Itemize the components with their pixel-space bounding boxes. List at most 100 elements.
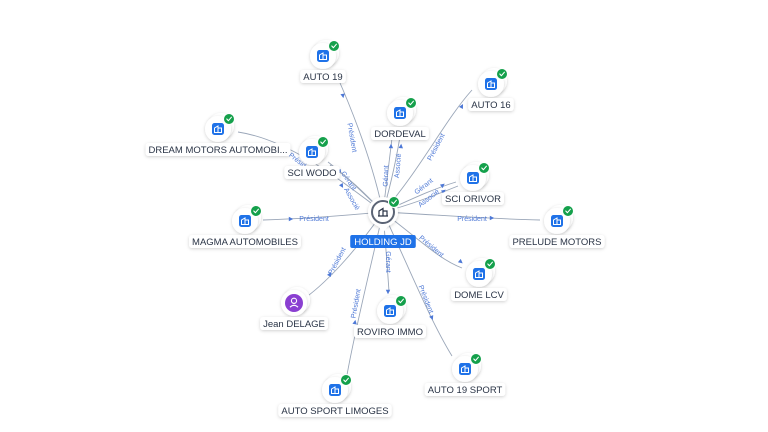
node-prelude[interactable]: PRELUDE MOTORS <box>509 205 605 248</box>
edge-label: Président <box>351 289 363 319</box>
edge-arrow-icon <box>489 215 495 221</box>
node-label: PRELUDE MOTORS <box>512 237 601 248</box>
node-label-bg <box>468 98 514 111</box>
node-label: DOME LCV <box>454 290 504 301</box>
edge-label: Associé <box>394 153 403 178</box>
check-icon <box>388 196 400 208</box>
node-label-bg <box>424 383 506 396</box>
node-label: MAGMA AUTOMOBILES <box>192 237 298 248</box>
node-label: AUTO 19 SPORT <box>428 385 503 396</box>
edge-arrow-icon <box>340 93 345 99</box>
edge-arrow-icon <box>352 319 357 325</box>
center-label-bg <box>350 235 416 248</box>
edge-label: Président <box>345 123 357 153</box>
building-icon <box>306 146 318 158</box>
node-label-bg <box>371 127 429 140</box>
center-pointer <box>378 226 388 233</box>
edge-label: Président <box>427 133 447 162</box>
node-sciorivor[interactable]: SCI ORIVOR <box>442 162 504 205</box>
edge-prelude <box>382 211 541 221</box>
check-icon <box>395 295 407 307</box>
building-icon <box>473 268 485 280</box>
node-label: AUTO 19 <box>303 72 342 83</box>
edge-label: Gérant <box>383 165 391 187</box>
node-label: ROVIRO IMMO <box>357 327 423 338</box>
building-icon <box>239 215 251 227</box>
node-sciwodo[interactable]: SCI WODO <box>284 136 340 179</box>
edge-autosportlimoges <box>346 211 384 376</box>
edge-auto19sport <box>382 211 453 357</box>
check-icon <box>478 162 490 174</box>
edge-arrow-icon <box>398 143 403 149</box>
building-icon <box>467 172 479 184</box>
edge-label: Président <box>457 216 487 223</box>
building-icon <box>551 215 563 227</box>
check-icon <box>496 68 508 80</box>
node-label-bg <box>442 192 504 205</box>
edge-label: Président <box>417 284 435 314</box>
edge-arrow-icon <box>439 183 445 189</box>
node-label-bg <box>189 235 301 248</box>
node-label-bg <box>354 325 426 338</box>
building-icon <box>378 207 388 217</box>
edge-label: Associé <box>342 187 360 212</box>
building-icon <box>485 78 497 90</box>
check-icon <box>470 353 482 365</box>
node-label-bg <box>145 143 291 156</box>
edge-arrow-icon <box>459 104 464 109</box>
node-label-bg <box>509 235 605 248</box>
edge-arrow-icon <box>385 289 391 295</box>
edge-arrow-icon <box>288 216 294 222</box>
check-icon <box>405 97 417 109</box>
building-icon <box>317 50 329 62</box>
edge-auto19 <box>336 75 384 213</box>
building-icon <box>329 384 341 396</box>
node-dream[interactable]: DREAM MOTORS AUTOMOBI... <box>145 113 291 156</box>
node-label-bg <box>451 288 507 301</box>
node-autosportlimoges[interactable]: AUTO SPORT LIMOGES <box>278 374 392 417</box>
node-label: SCI WODO <box>287 168 336 179</box>
nodes-layer: AUTO 19 DORDEVAL AUTO 16 DREAM MOTORS AUTOM… <box>145 40 605 417</box>
building-icon <box>212 123 224 135</box>
check-icon <box>223 113 235 125</box>
node-jean[interactable]: Jean DELAGE <box>260 287 328 330</box>
building-icon <box>384 305 396 317</box>
node-label: DREAM MOTORS AUTOMOBI... <box>149 145 288 156</box>
edge-arrow-icon <box>338 182 344 188</box>
node-label-bg <box>284 166 340 179</box>
node-label-bg <box>260 317 328 330</box>
check-icon <box>562 205 574 217</box>
node-auto19sport[interactable]: AUTO 19 SPORT <box>424 353 506 396</box>
node-auto16[interactable]: AUTO 16 <box>468 68 514 111</box>
check-icon <box>317 136 329 148</box>
check-icon <box>340 374 352 386</box>
building-icon <box>394 107 406 119</box>
node-magma[interactable]: MAGMA AUTOMOBILES <box>189 205 301 248</box>
edge-arrow-icon <box>429 315 434 321</box>
building-icon <box>459 363 471 375</box>
node-auto19[interactable]: AUTO 19 <box>300 40 346 83</box>
node-dordeval[interactable]: DORDEVAL <box>371 97 429 140</box>
node-domelcv[interactable]: DOME LCV <box>451 258 507 301</box>
edge-label: Président <box>299 216 329 223</box>
node-label: DORDEVAL <box>374 129 426 140</box>
node-label-bg <box>278 404 392 417</box>
edge-label: Gérant <box>384 251 391 272</box>
center-node[interactable]: HOLDING JD <box>350 196 416 248</box>
edge-arrow-icon <box>327 272 332 277</box>
node-label: SCI ORIVOR <box>445 194 501 205</box>
check-icon <box>250 205 262 217</box>
check-icon <box>328 40 340 52</box>
edge-arrow-icon <box>388 143 394 149</box>
person-icon <box>285 294 303 312</box>
edge-arrow-icon <box>457 258 463 264</box>
node-label-bg <box>300 70 346 83</box>
node-label: AUTO SPORT LIMOGES <box>281 406 388 417</box>
node-label: AUTO 16 <box>471 100 510 111</box>
center-label: HOLDING JD <box>354 237 412 248</box>
edge-arrow-icon <box>440 189 446 195</box>
node-label: Jean DELAGE <box>263 319 325 330</box>
edge-label: Président <box>417 235 444 259</box>
node-roviro[interactable]: ROVIRO IMMO <box>354 295 426 338</box>
